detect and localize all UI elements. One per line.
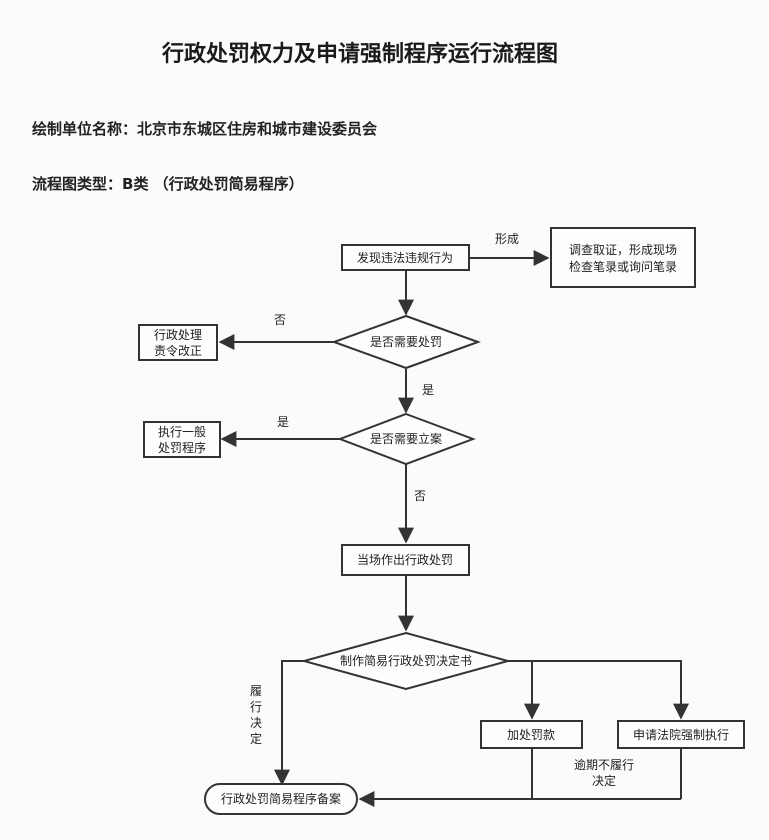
label-need-punish: 是否需要处罚 bbox=[370, 335, 442, 349]
node-correct bbox=[138, 324, 218, 361]
label-archive: 行政处罚简易程序备案 bbox=[221, 791, 341, 806]
edge-label-fulfil-1: 履 bbox=[250, 684, 262, 698]
connectors bbox=[218, 250, 689, 807]
node-need-case bbox=[337, 412, 476, 466]
node-general bbox=[143, 421, 221, 458]
edge-decision-court bbox=[532, 660, 689, 720]
label-discover: 发现违法违规行为 bbox=[357, 250, 453, 265]
label-decision: 制作简易行政处罚决定书 bbox=[340, 653, 472, 668]
node-fine bbox=[480, 720, 583, 749]
unit-value: 北京市东城区住房和城市建设委员会 bbox=[137, 120, 378, 138]
label-correct-1: 行政处理 bbox=[154, 328, 202, 342]
label-correct-2: 责令改正 bbox=[154, 343, 202, 358]
type-value: B类 （行政处罚简易程序） bbox=[122, 175, 304, 193]
unit-line: 绘制单位名称：北京市东城区住房和城市建设委员会 bbox=[32, 118, 377, 139]
label-investigate-1: 调查取证，形成现场 bbox=[569, 243, 677, 257]
edge-decision-fine bbox=[508, 660, 540, 720]
page-title: 行政处罚权力及申请强制程序运行流程图 bbox=[161, 42, 558, 67]
label-need-case: 是否需要立案 bbox=[370, 431, 442, 446]
edge-fulfil bbox=[274, 660, 304, 786]
node-court bbox=[617, 720, 745, 749]
label-general-1: 执行一般 bbox=[158, 424, 206, 439]
type-line: 流程图类型：B类 （行政处罚简易程序） bbox=[32, 173, 304, 194]
edge-label-form: 形成 bbox=[495, 232, 519, 246]
node-discover bbox=[341, 244, 470, 271]
edge-label-yes1: 是 bbox=[422, 383, 434, 397]
edge-label-fulfil-3: 决 bbox=[250, 716, 262, 730]
node-need-punish bbox=[331, 314, 481, 370]
edge-label-no1: 否 bbox=[274, 313, 286, 327]
unit-label: 绘制单位名称： bbox=[32, 120, 138, 138]
label-court: 申请法院强制执行 bbox=[633, 728, 729, 742]
edge-label-no2: 否 bbox=[414, 489, 426, 503]
edge-label-yes2: 是 bbox=[277, 415, 289, 429]
label-investigate-2: 检查笔录或询问笔录 bbox=[569, 259, 677, 274]
node-decision bbox=[300, 631, 512, 691]
node-archive bbox=[204, 783, 358, 815]
node-investigate bbox=[550, 227, 696, 288]
label-general-2: 处罚程序 bbox=[158, 440, 206, 455]
label-fine: 加处罚款 bbox=[507, 728, 555, 742]
edge-label-overdue-1: 逾期不履行 bbox=[574, 757, 634, 772]
edge-label-fulfil-2: 行 bbox=[250, 700, 262, 714]
edge-label-fulfil-4: 定 bbox=[250, 731, 262, 746]
label-onsite: 当场作出行政处罚 bbox=[357, 553, 453, 567]
edge-label-overdue-2: 决定 bbox=[592, 773, 616, 788]
node-onsite bbox=[341, 544, 470, 576]
type-label: 流程图类型： bbox=[32, 175, 123, 193]
